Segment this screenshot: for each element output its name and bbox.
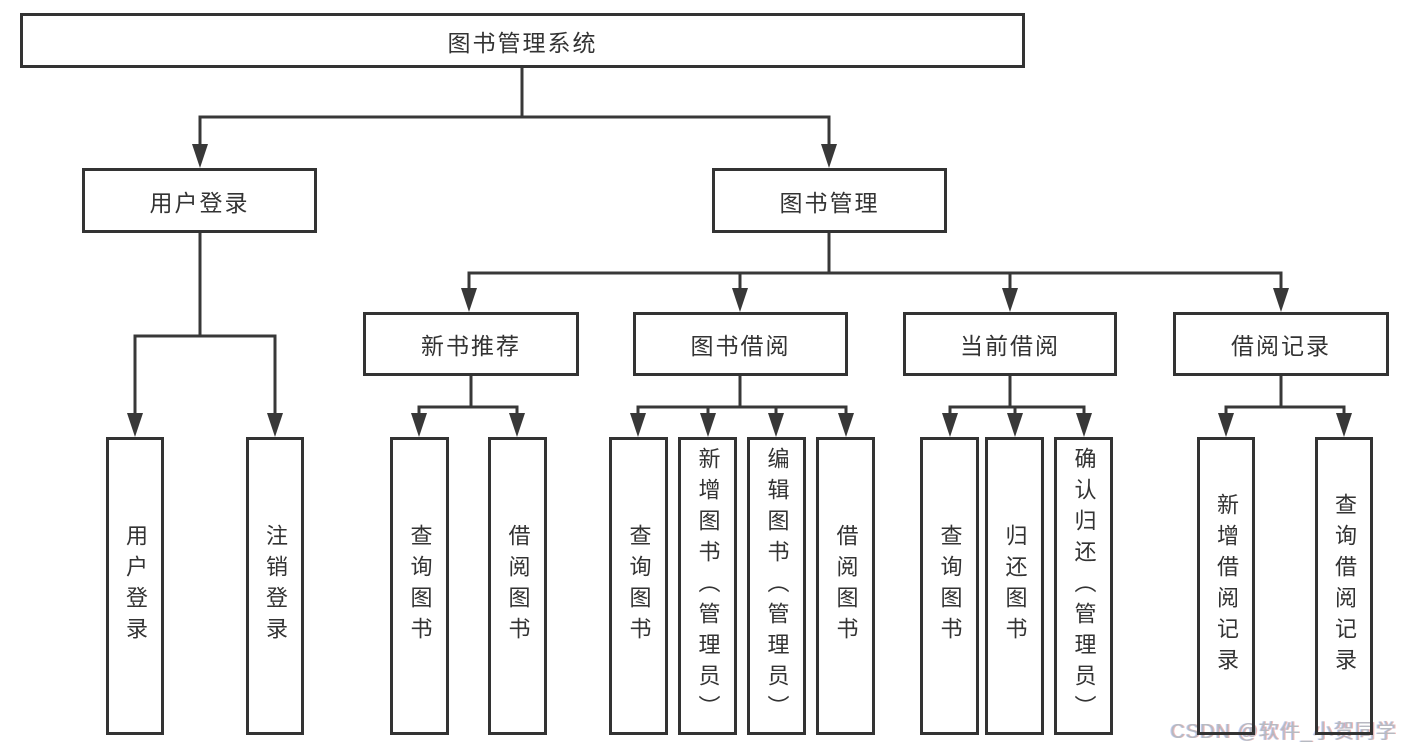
node-label: 借阅图书 <box>833 524 859 648</box>
node-label: 新增借阅记录 <box>1214 493 1239 679</box>
leaf-query-books-borrow: 查询图书 <box>609 437 668 735</box>
node-label: 图书借阅 <box>690 333 791 359</box>
node-label: 确认归还（管理员） <box>1071 446 1097 726</box>
leaf-return-book: 归还图书 <box>985 437 1044 735</box>
node-label: 编辑图书（管理员） <box>764 446 790 726</box>
node-new-book-recommend: 新书推荐 <box>363 312 579 376</box>
node-label: 查询图书 <box>937 524 963 648</box>
node-label: 新书推荐 <box>421 333 521 359</box>
node-borrow-records: 借阅记录 <box>1173 312 1389 376</box>
connector-book-management-to-level3 <box>461 233 1289 312</box>
node-label: 借阅图书 <box>505 524 531 648</box>
csdn-watermark: CSDN @软件_小贺同学 <box>1170 721 1397 743</box>
connector-borrow-records-group <box>1218 376 1352 437</box>
node-label: 新增图书（管理员） <box>695 446 721 726</box>
node-label: 查询借阅记录 <box>1332 493 1357 679</box>
leaf-query-books-recommend: 查询图书 <box>390 437 449 735</box>
leaf-query-borrow-record: 查询借阅记录 <box>1315 437 1373 735</box>
leaf-add-borrow-record: 新增借阅记录 <box>1197 437 1255 735</box>
node-label: 用户登录 <box>149 189 250 216</box>
leaf-confirm-return-admin: 确认归还（管理员） <box>1054 437 1113 735</box>
node-book-borrow: 图书借阅 <box>633 312 848 376</box>
node-current-borrow: 当前借阅 <box>903 312 1117 376</box>
leaf-user-login: 用户登录 <box>106 437 164 735</box>
node-user-login: 用户登录 <box>82 168 317 233</box>
node-label: 查询图书 <box>626 524 652 648</box>
connector-current-borrow-group <box>942 376 1092 437</box>
connector-user-login-group <box>127 233 283 437</box>
leaf-edit-book-admin: 编辑图书（管理员） <box>747 437 806 735</box>
connector-new-book-recommend-group <box>411 376 525 437</box>
leaf-borrow-books-borrow: 借阅图书 <box>816 437 875 735</box>
leaf-add-book-admin: 新增图书（管理员） <box>678 437 737 735</box>
connector-root-to-level2 <box>192 68 837 168</box>
node-label: 注销登录 <box>263 524 288 648</box>
leaf-borrow-books-recommend: 借阅图书 <box>488 437 547 735</box>
node-book-management: 图书管理 <box>712 168 947 233</box>
node-label: 当前借阅 <box>960 333 1060 359</box>
node-label: 图书管理系统 <box>447 29 598 56</box>
node-label: 查询图书 <box>407 524 433 648</box>
leaf-query-books-current: 查询图书 <box>920 437 979 735</box>
node-label: 用户登录 <box>123 524 148 648</box>
leaf-logout: 注销登录 <box>246 437 304 735</box>
node-root: 图书管理系统 <box>20 13 1025 68</box>
node-label: 归还图书 <box>1002 524 1028 648</box>
node-label: 借阅记录 <box>1231 333 1331 359</box>
node-label: 图书管理 <box>779 189 880 216</box>
connector-book-borrow-group <box>630 376 854 437</box>
